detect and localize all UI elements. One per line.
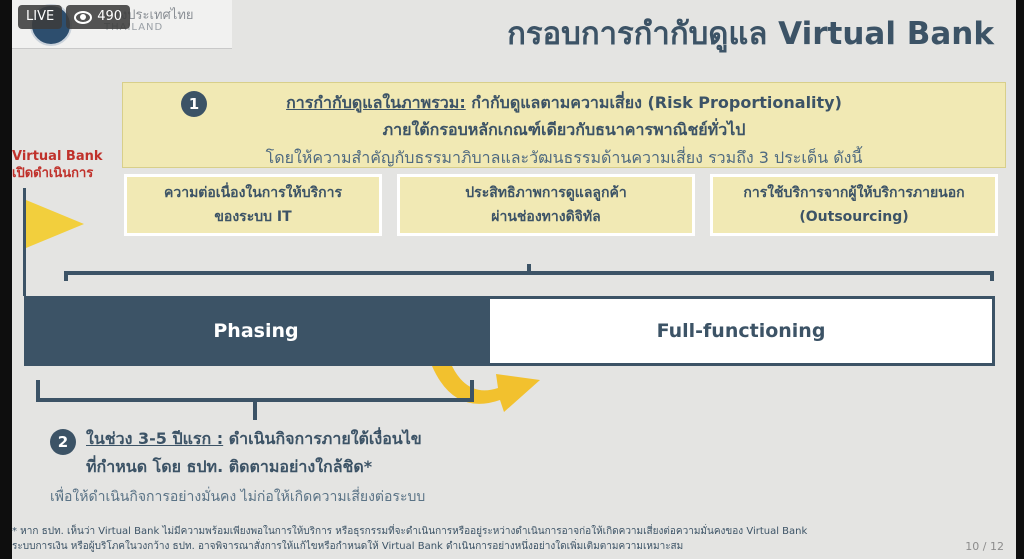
focus-box-line1: ประสิทธิภาพการดูแลลูกค้า xyxy=(465,185,627,201)
focus-box-it-continuity: ความต่อเนื่องในการให้บริการ ของระบบ IT xyxy=(124,174,382,236)
principle-number-badge: 1 xyxy=(181,91,207,117)
principle-box: 1 การกำกับดูแลในภาพรวม: กำกับดูแลตามความ… xyxy=(122,82,1006,168)
focus-box-line1: ความต่อเนื่องในการให้บริการ xyxy=(163,185,342,201)
full-functioning-bar: Full-functioning xyxy=(487,296,995,366)
phase2-line3: เพื่อให้ดำเนินกิจการอย่างมั่นคง ไม่ก่อให… xyxy=(50,489,426,505)
phasing-label: Phasing xyxy=(213,320,299,342)
slide: แห่งประเทศไทย THAILAND กรอบการกำกับดูแล … xyxy=(12,0,1016,559)
principle-line3: โดยให้ความสำคัญกับธรรมาภิบาลและวัฒนธรรมด… xyxy=(265,148,863,167)
eye-icon xyxy=(74,10,93,24)
principle-line1-rest: กำกับดูแลตามความเสี่ยง (Risk Proportiona… xyxy=(471,93,842,112)
slide-title: กรอบการกำกับดูแล Virtual Bank xyxy=(507,16,994,52)
focus-box-line2: ผ่านช่องทางดิจิทัล xyxy=(491,209,601,225)
phase2-line1: ในช่วง 3-5 ปีแรก : ดำเนินกิจการภายใต้เงื… xyxy=(86,427,422,452)
logo-text-line2: THAILAND xyxy=(104,22,164,33)
page-number: 10 / 12 xyxy=(965,540,1004,553)
viewer-count: 490 xyxy=(97,9,123,24)
flag-pole xyxy=(23,188,26,296)
virtual-bank-launch-label: Virtual Bank เปิดดำเนินการ xyxy=(12,148,103,182)
top-bracket xyxy=(64,264,994,281)
footnote: * หาก ธปท. เห็นว่า Virtual Bank ไม่มีควา… xyxy=(12,524,1012,554)
principle-line2: ภายใต้กรอบหลักเกณฑ์เดียวกับธนาคารพาณิชย์… xyxy=(382,120,746,139)
full-functioning-label: Full-functioning xyxy=(656,320,826,342)
footnote-line1: * หาก ธปท. เห็นว่า Virtual Bank ไม่มีควา… xyxy=(12,526,808,537)
launch-flag-icon xyxy=(26,200,84,248)
viewer-count-badge[interactable]: 490 xyxy=(66,5,131,29)
focus-box-line2: ของระบบ IT xyxy=(214,209,292,225)
footnote-line2: ระบบการเงิน หรือผู้บริโภคในวงกว้าง ธปท. … xyxy=(12,541,684,552)
stream-overlay: LIVE 490 xyxy=(18,5,131,29)
phase2-number-badge: 2 xyxy=(50,429,76,455)
focus-box-line1: การใช้บริการจากผู้ให้บริการภายนอก xyxy=(743,185,965,201)
live-badge: LIVE xyxy=(18,5,63,29)
focus-box-customer-care: ประสิทธิภาพการดูแลลูกค้า ผ่านช่องทางดิจิ… xyxy=(397,174,695,236)
phase2-line1-rest: ดำเนินกิจการภายใต้เงื่อนไข xyxy=(228,429,422,448)
principle-line1: การกำกับดูแลในภาพรวม: กำกับดูแลตามความเส… xyxy=(123,91,1005,116)
phase2-line2: ที่กำหนด โดย ธปท. ติดตามอย่างใกล้ชิด* xyxy=(86,457,373,476)
focus-box-outsourcing: การใช้บริการจากผู้ให้บริการภายนอก (Outso… xyxy=(710,174,998,236)
transition-arrow-icon xyxy=(432,366,540,412)
vb-label-line1: Virtual Bank xyxy=(12,149,103,164)
bottom-bracket xyxy=(36,380,474,420)
phasing-bar: Phasing xyxy=(24,296,498,366)
focus-box-line2: (Outsourcing) xyxy=(799,209,909,225)
phase2-label: ในช่วง 3-5 ปีแรก : xyxy=(86,429,224,448)
principle-label: การกำกับดูแลในภาพรวม: xyxy=(286,93,466,112)
vb-label-line2: เปิดดำเนินการ xyxy=(12,166,94,181)
